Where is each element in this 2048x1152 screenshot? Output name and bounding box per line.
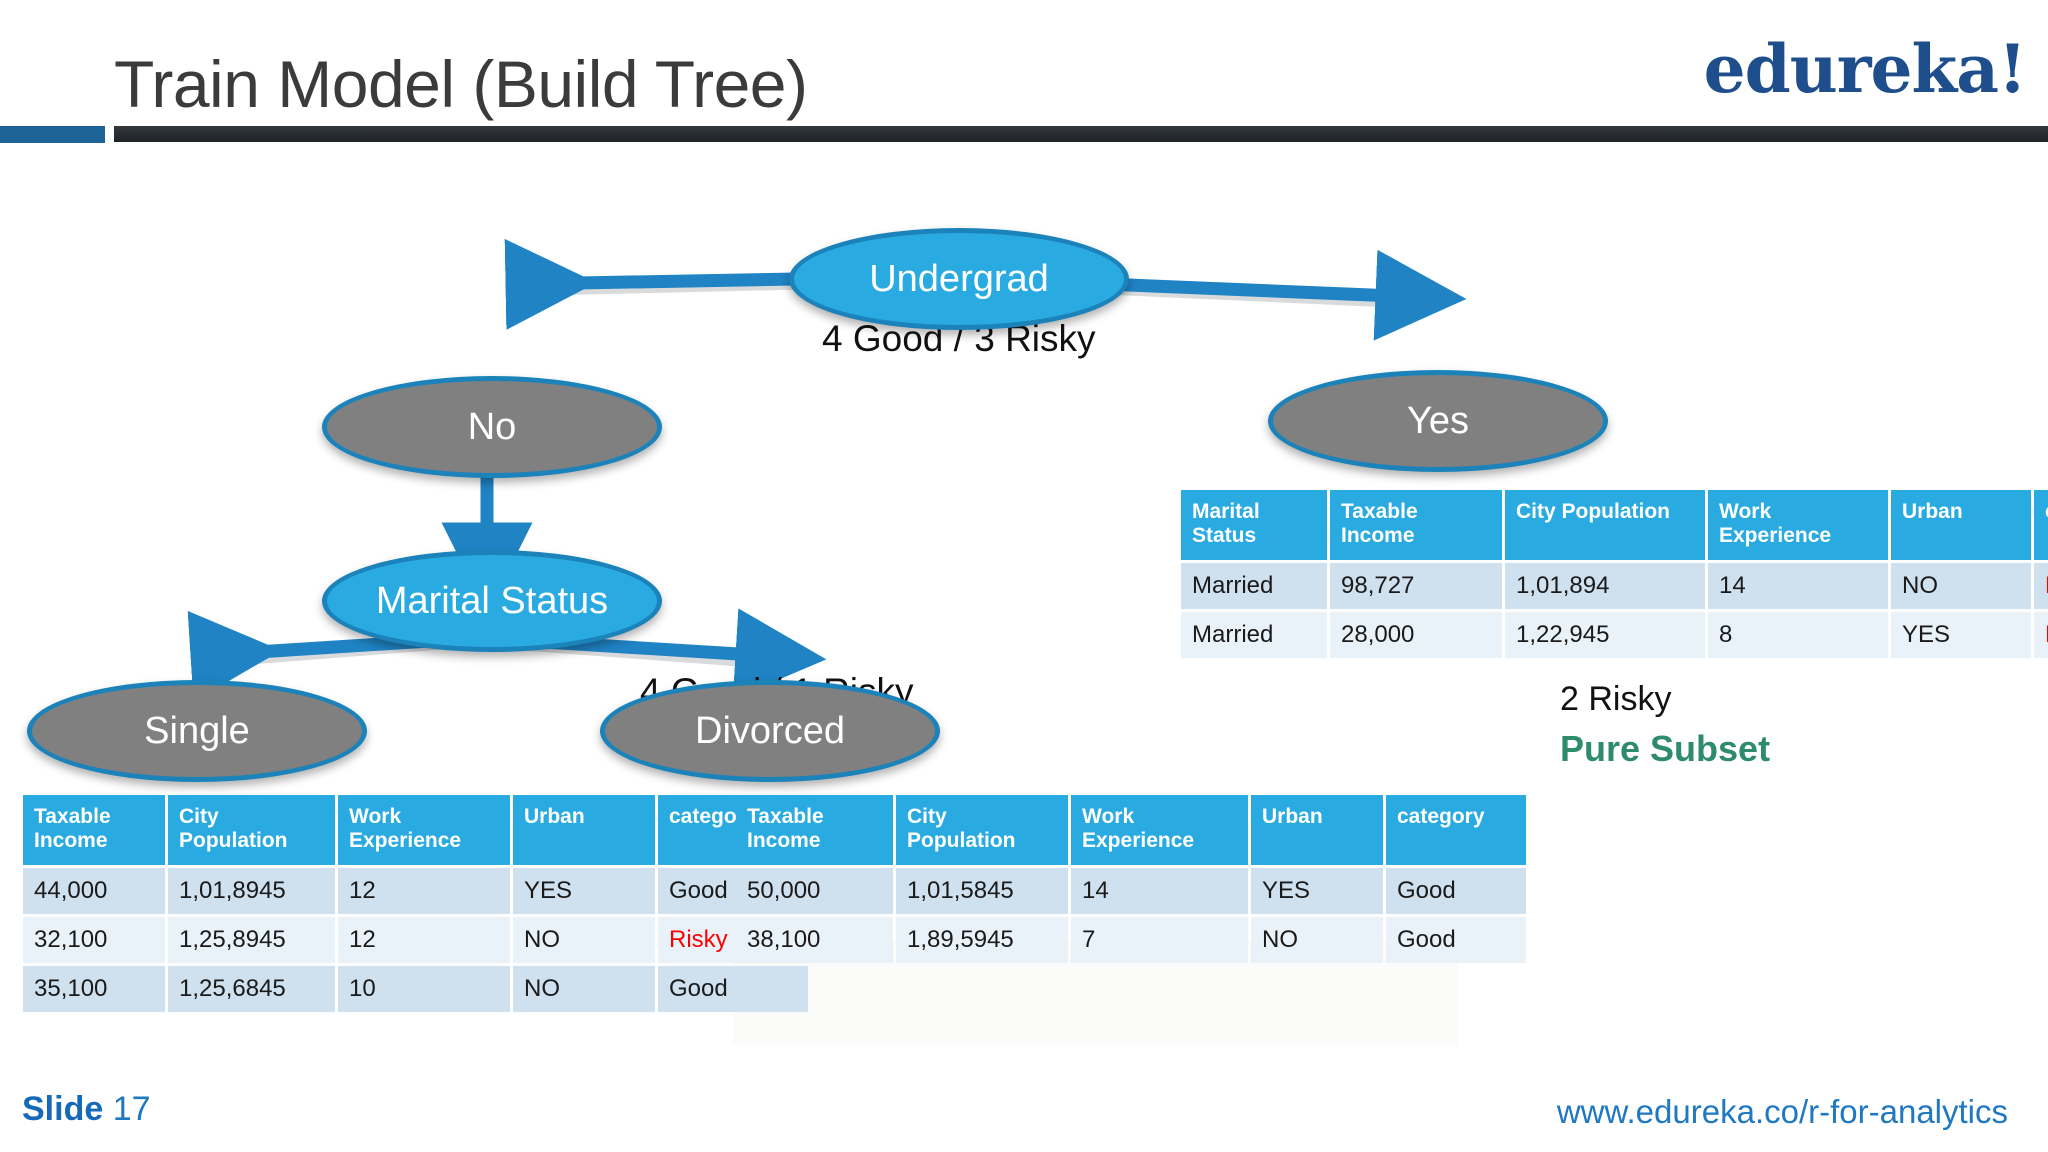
table-cell: 14 (1071, 868, 1248, 915)
table-cell: 12 (338, 868, 510, 915)
column-header-city-population: City Population (168, 795, 335, 866)
table-cell: 98,727 (1330, 563, 1502, 610)
header-divider-bar (114, 126, 2048, 142)
table-cell: YES (1251, 868, 1383, 915)
tree-node-single[interactable]: Single (27, 680, 367, 782)
table-cell: 8 (1708, 612, 1888, 659)
column-header-city-population: City Population (896, 795, 1068, 866)
table-cell: 35,100 (23, 966, 165, 1013)
column-header-city-population: City Population (1505, 490, 1705, 561)
tree-node-yes[interactable]: Yes (1268, 370, 1608, 472)
column-header-category: category (1386, 795, 1526, 866)
table-cell: NO (513, 917, 655, 964)
table-cell: 7 (1071, 917, 1248, 964)
table-cell: 44,000 (23, 868, 165, 915)
tree-node-undergrad[interactable]: Undergrad (789, 228, 1129, 330)
edureka-logo: edureka! (1703, 30, 2027, 108)
table-cell: 32,100 (23, 917, 165, 964)
table-cell: 12 (338, 917, 510, 964)
tree-node-divorced[interactable]: Divorced (600, 680, 940, 782)
footer-url[interactable]: www.edureka.co/r-for-analytics (1556, 1093, 2008, 1130)
column-header-taxable-income: Taxable Income (736, 795, 893, 866)
column-header-urban: Urban (1251, 795, 1383, 866)
table-cell: Married (1181, 563, 1327, 610)
yes-subset-count: 2 Risky (1560, 680, 1672, 718)
table-cell: Married (1181, 612, 1327, 659)
table-cell: YES (513, 868, 655, 915)
table-cell: 1,01,8945 (168, 868, 335, 915)
header-accent-bar (0, 126, 105, 143)
column-header-work-experience: Work Experience (338, 795, 510, 866)
table-cell: 50,000 (736, 868, 893, 915)
slide-number-footer: Slide 17 (22, 1090, 151, 1129)
page-title: Train Model (Build Tree) (114, 47, 808, 121)
table-cell: 1,22,945 (1505, 612, 1705, 659)
column-header-urban: Urban (1891, 490, 2031, 561)
table-body: Married98,7271,01,89414NORiskyMarried28,… (1181, 563, 2048, 659)
column-header-category: category (2034, 490, 2048, 561)
column-header-taxable-income: Taxable Income (23, 795, 165, 866)
yes-subset-purity: Pure Subset (1560, 728, 1771, 769)
table-cell: 14 (1708, 563, 1888, 610)
table-cell: 1,89,5945 (896, 917, 1068, 964)
table-cell: Risky (2034, 563, 2048, 610)
table-cell: 1,25,6845 (168, 966, 335, 1013)
table-cell: NO (1891, 563, 2031, 610)
table-cell: 10 (338, 966, 510, 1013)
slide-label: Slide (22, 1090, 104, 1128)
table-cell: Risky (2034, 612, 2048, 659)
tree-node-marital-status[interactable]: Marital Status (322, 550, 662, 652)
table-cell: Good (658, 966, 808, 1013)
table-cell: Good (1386, 917, 1526, 964)
table-cell: YES (1891, 612, 2031, 659)
table-cell: NO (1251, 917, 1383, 964)
table-cell: 1,01,5845 (896, 868, 1068, 915)
column-header-taxable-income: Taxable Income (1330, 490, 1502, 561)
table-cell: 38,100 (736, 917, 893, 964)
column-header-marital-status: Marital Status (1181, 490, 1327, 561)
column-header-work-experience: Work Experience (1708, 490, 1888, 561)
column-header-urban: Urban (513, 795, 655, 866)
table-cell: Good (1386, 868, 1526, 915)
table-cell: 1,01,894 (1505, 563, 1705, 610)
decision-tree: 4 Good / 3 Risky 4 Good / 1 Risky Underg… (0, 150, 2048, 782)
table-cell: NO (513, 966, 655, 1013)
table-cell: 1,25,8945 (168, 917, 335, 964)
column-header-work-experience: Work Experience (1071, 795, 1248, 866)
tree-node-no[interactable]: No (322, 376, 662, 478)
slide-number: 17 (112, 1090, 151, 1128)
table-cell: 28,000 (1330, 612, 1502, 659)
